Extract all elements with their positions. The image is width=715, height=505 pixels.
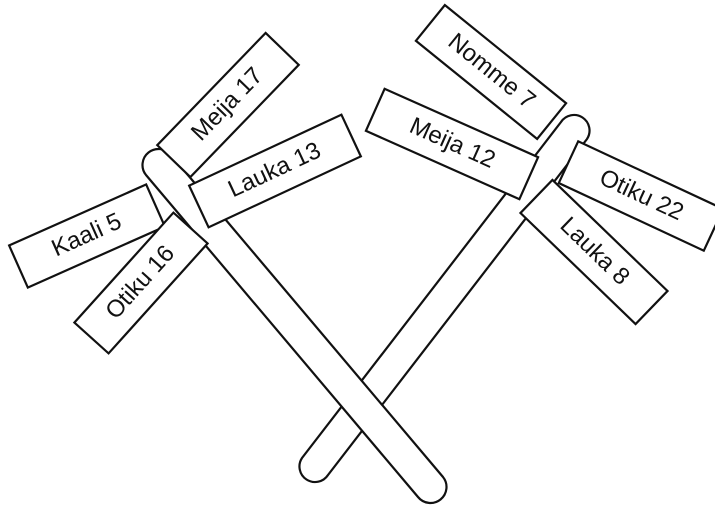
right-sign-lauka: Lauka 8 (518, 178, 670, 326)
right-signpost-pole (298, 113, 591, 484)
left-signpost-pole (141, 147, 448, 505)
